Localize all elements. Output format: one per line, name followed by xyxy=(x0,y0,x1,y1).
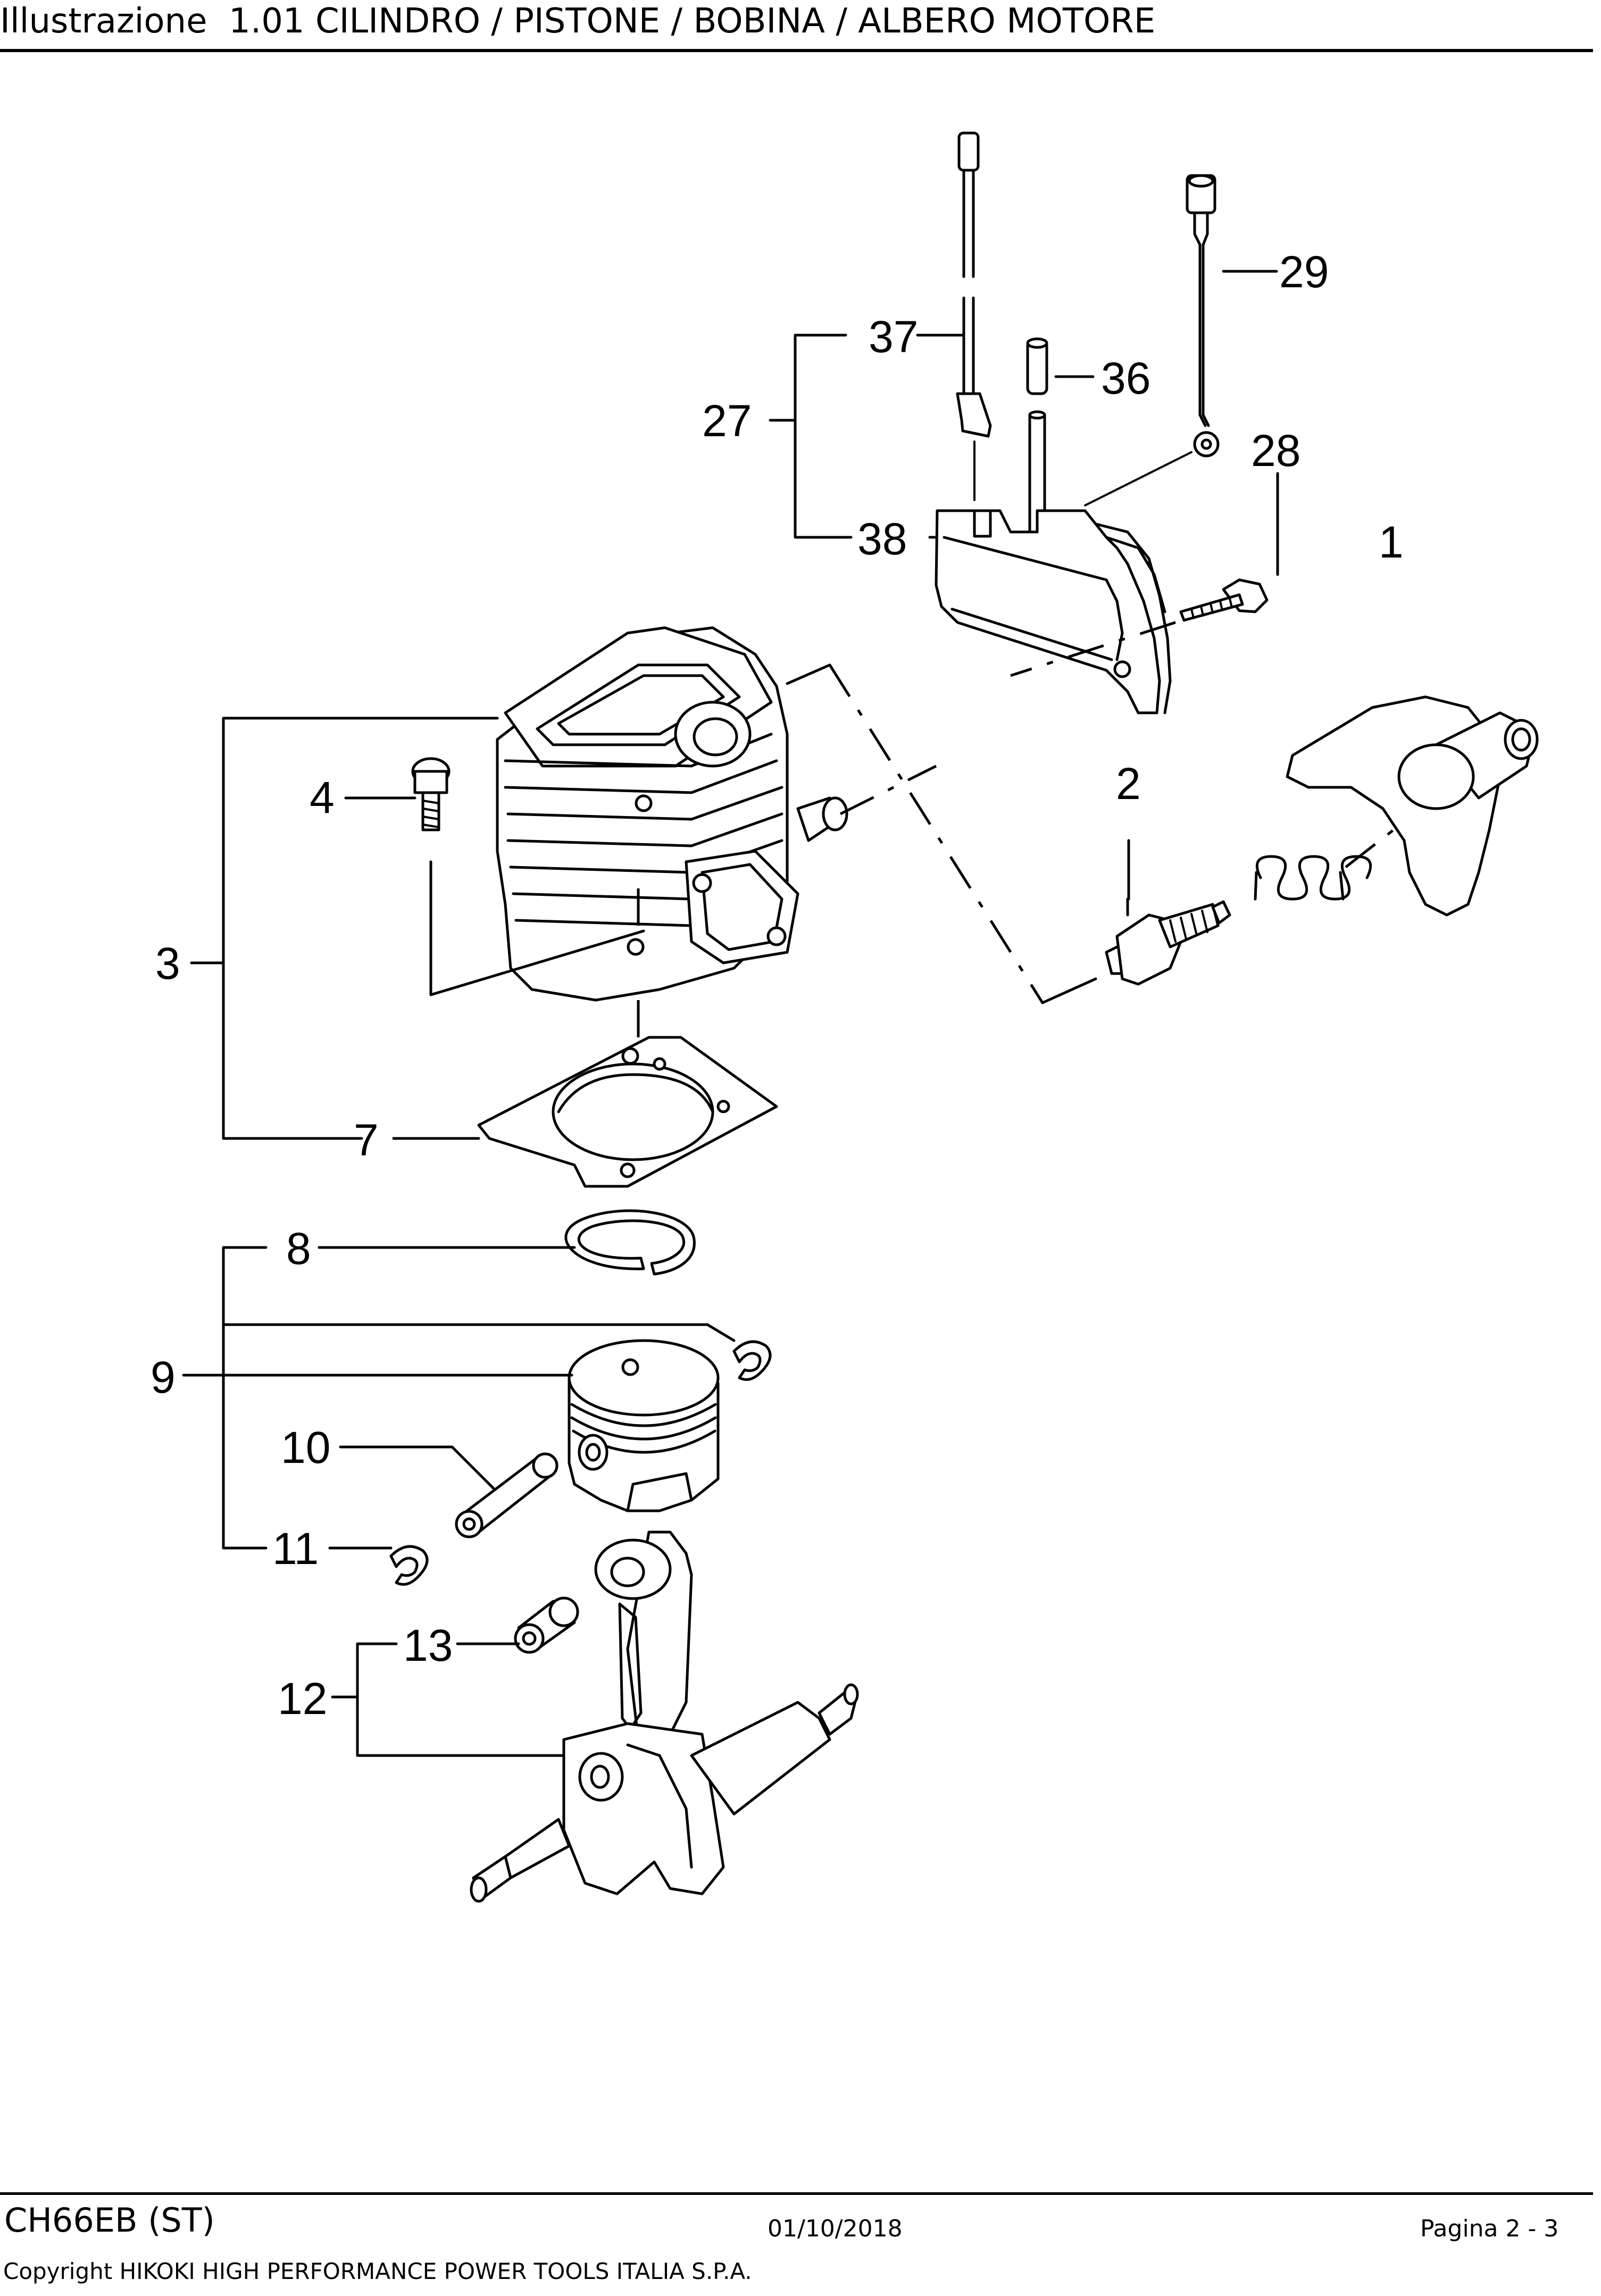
spark-plug-2 xyxy=(1105,839,1231,986)
page-title: Illustrazione 1.01 CILINDRO / PISTONE / … xyxy=(0,2,1156,41)
piston-pin-10 xyxy=(455,1452,558,1538)
callout-10: 10 xyxy=(281,1422,330,1473)
callout-27: 27 xyxy=(702,396,752,446)
ignition-coil-38 xyxy=(935,509,1172,714)
piston-9 xyxy=(568,1339,720,1512)
callout-29: 29 xyxy=(1279,247,1329,297)
callout-37: 37 xyxy=(869,312,918,362)
callout-12: 12 xyxy=(278,1674,327,1724)
callout-1: 1 xyxy=(1379,517,1404,567)
needle-bearing-13 xyxy=(514,1596,579,1654)
callouts-crankshaft xyxy=(331,1642,565,1757)
circlip-top xyxy=(732,1340,772,1381)
screw-28 xyxy=(1010,578,1269,677)
hv-cable-37 xyxy=(956,131,992,501)
callout-9: 9 xyxy=(151,1352,176,1402)
callout-7: 7 xyxy=(354,1115,379,1165)
callout-2: 2 xyxy=(1116,759,1141,809)
callouts-piston xyxy=(182,1246,736,1550)
cylinder-3 xyxy=(496,626,937,1002)
callouts-coil xyxy=(769,270,1279,576)
starter-spring xyxy=(1254,829,1395,901)
header-divider xyxy=(0,49,1593,52)
page-number: Pagina 2 - 3 xyxy=(1420,2215,1559,2242)
footer-divider xyxy=(0,2192,1593,2195)
callout-28: 28 xyxy=(1251,426,1300,476)
plug-cap-36 xyxy=(1026,337,1048,534)
piston-ring-8 xyxy=(564,1209,696,1276)
callout-36: 36 xyxy=(1101,353,1150,403)
callout-3: 3 xyxy=(155,938,180,988)
ground-wire-29 xyxy=(1084,174,1220,506)
screw-4 xyxy=(411,757,451,831)
copyright-notice: Copyright HIKOKI HIGH PERFORMANCE POWER … xyxy=(3,2258,752,2284)
callout-8: 8 xyxy=(286,1224,311,1274)
model-code: CH66EB (ST) xyxy=(4,2201,215,2240)
circlip-bottom xyxy=(389,1545,429,1586)
footer-date: 01/10/2018 xyxy=(768,2215,903,2242)
callouts-cylinder xyxy=(190,717,645,1140)
crankshaft-12 xyxy=(470,1530,859,1903)
callout-4: 4 xyxy=(310,772,335,822)
callout-38: 38 xyxy=(857,514,907,564)
gasket-7 xyxy=(477,1036,778,1188)
callout-11: 11 xyxy=(272,1524,319,1574)
callout-line-2-to-cylinder xyxy=(786,663,1097,1004)
starter-cover-1 xyxy=(1286,695,1539,917)
callout-13: 13 xyxy=(403,1620,453,1670)
